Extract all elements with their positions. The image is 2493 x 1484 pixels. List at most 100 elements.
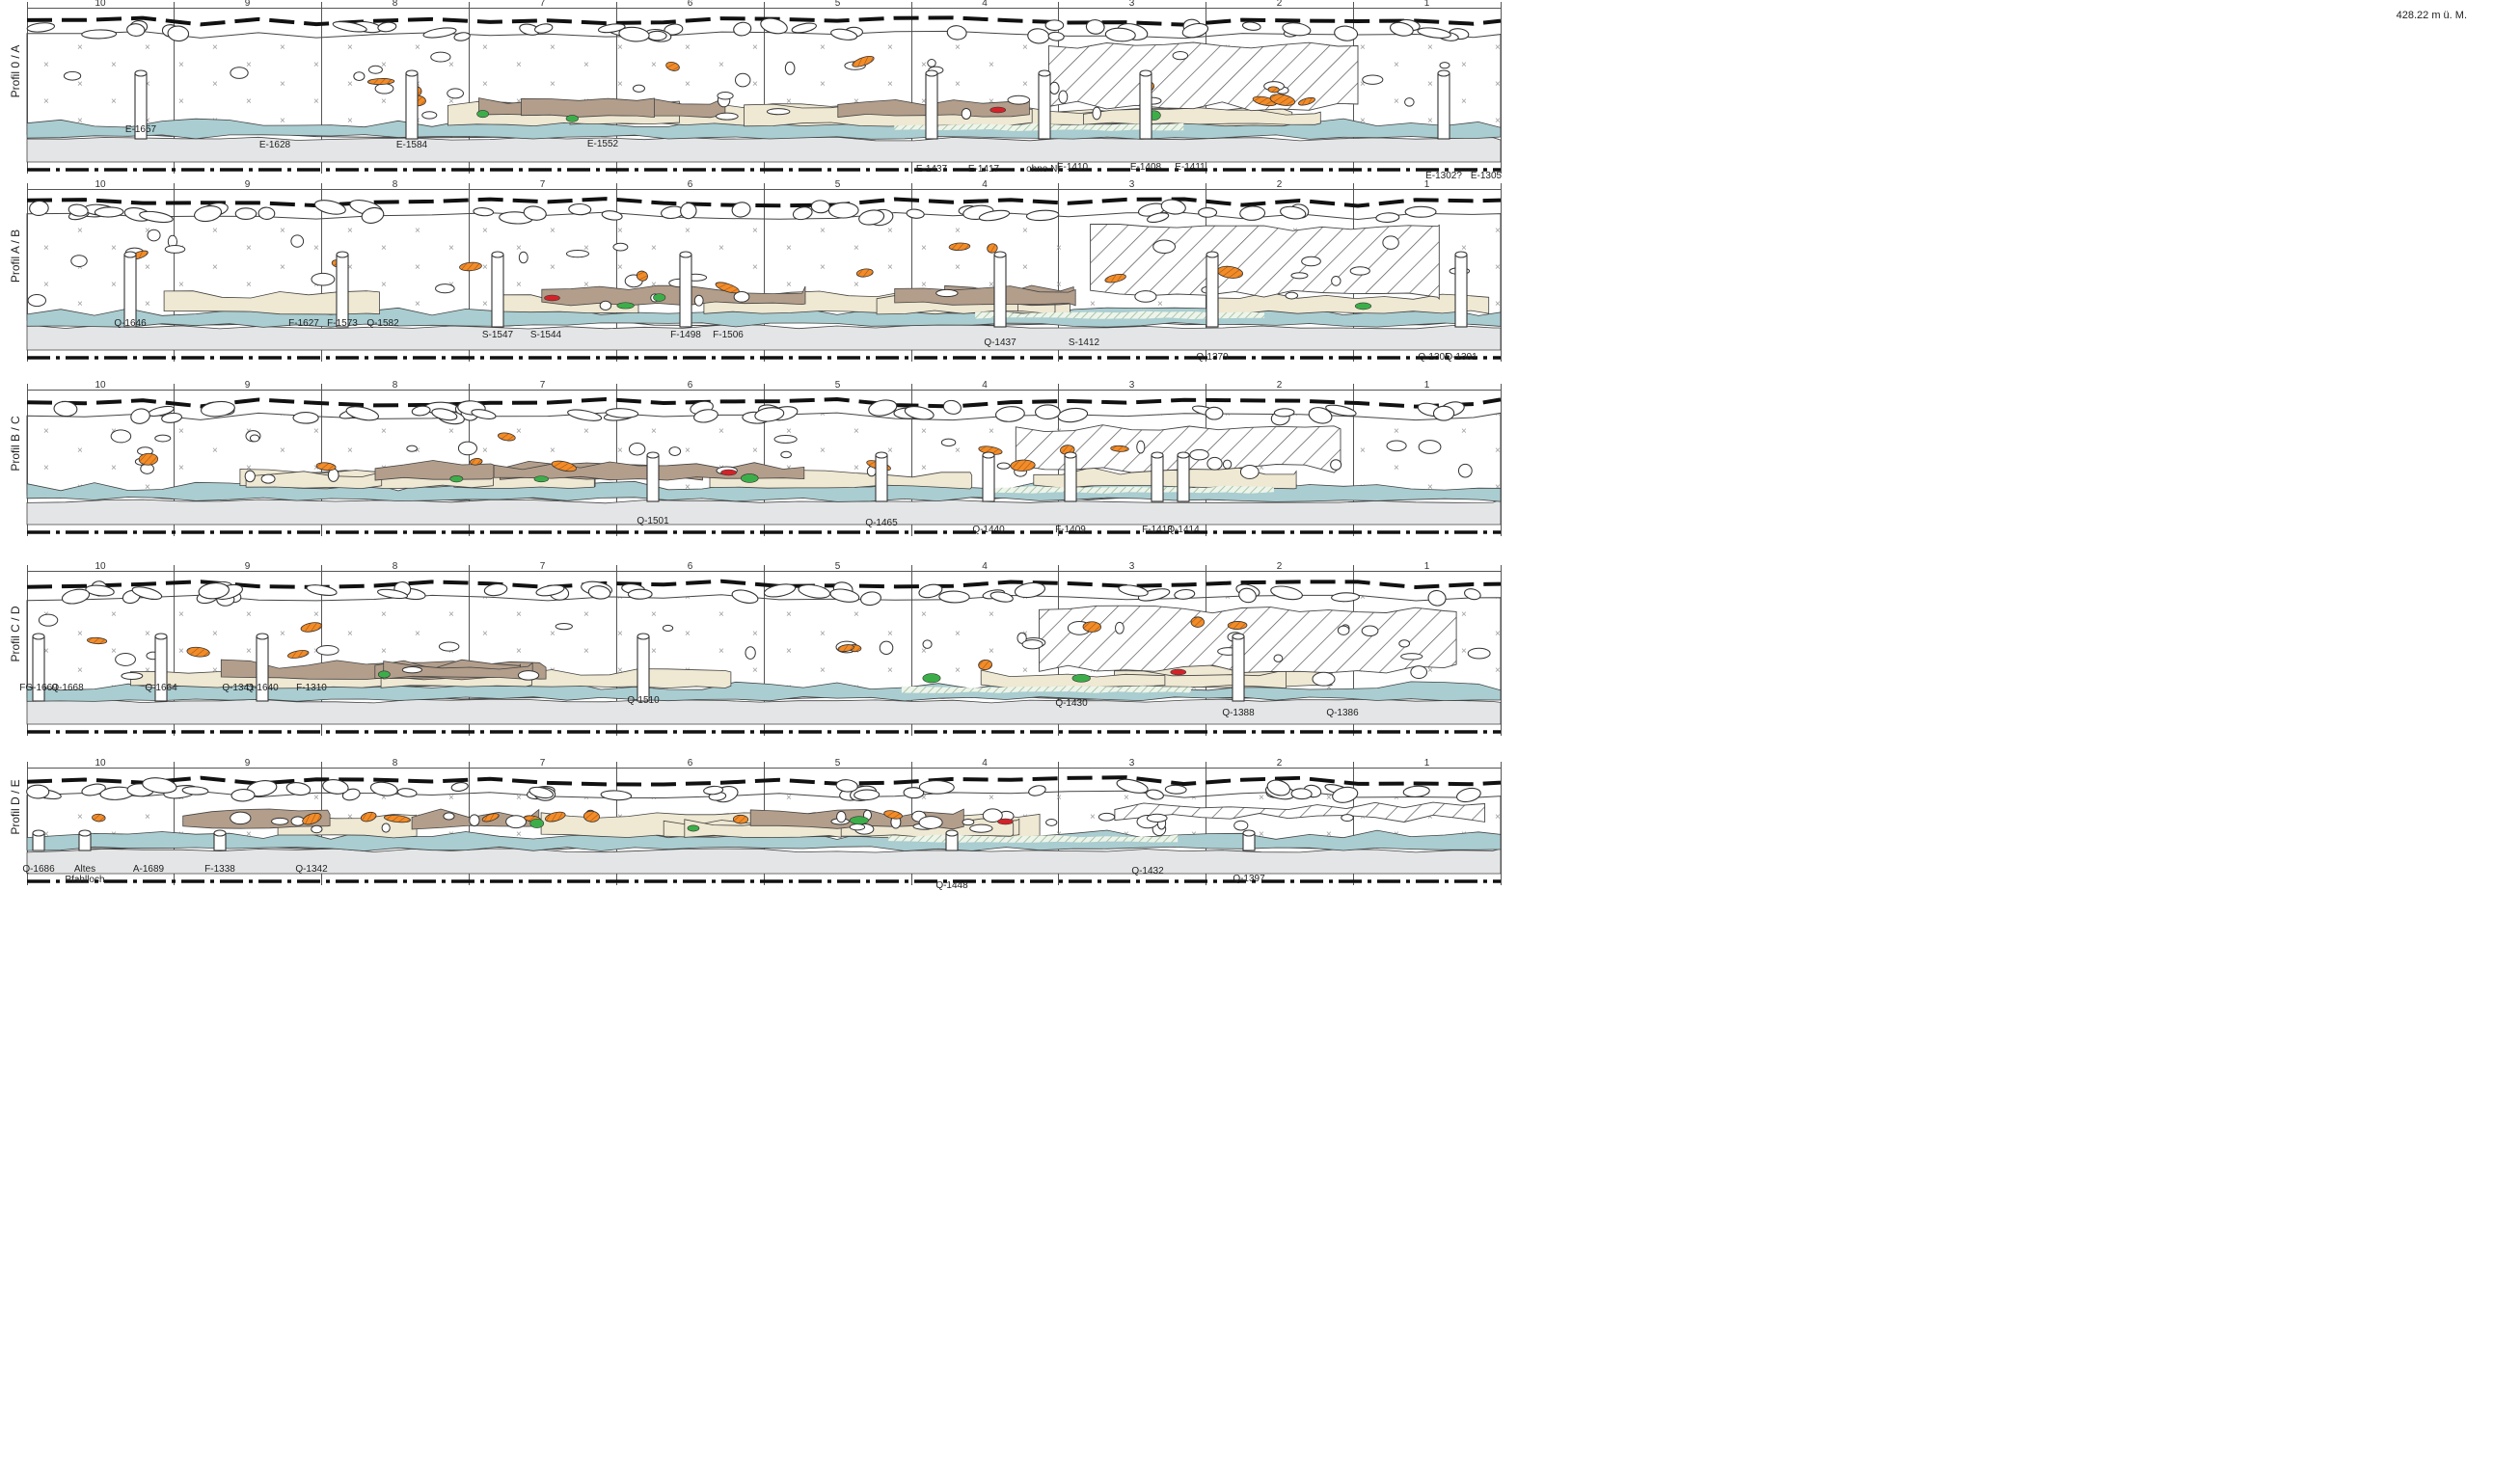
stone [989,591,1014,603]
feature-label: A-1689 [133,864,165,875]
stone [1270,585,1303,601]
stone [647,30,667,41]
pebble [766,108,791,116]
orange-find [1298,96,1315,106]
feature-label: Q-1379 [1196,352,1229,363]
stone [918,779,955,795]
stone [567,409,603,421]
pebble [38,613,59,627]
stone [1404,205,1437,218]
pebble [1349,266,1370,276]
stone [858,209,885,226]
post-top [154,633,168,640]
stone [854,789,881,801]
stone [534,23,554,34]
stone [61,588,91,605]
pebble [1239,464,1260,479]
stone [1181,22,1209,39]
red-find [989,106,1007,114]
pebble [435,283,455,294]
square-number: 9 [245,179,251,190]
square-number: 9 [245,758,251,769]
stone [450,781,469,793]
orange-find [186,646,210,658]
stone [1308,407,1333,424]
feature-label: E-1417 [968,164,1000,175]
post-top [1151,451,1164,459]
stone [693,409,718,423]
square-number: 4 [982,758,988,769]
stone [292,412,319,424]
stone [680,202,697,220]
square-number: 2 [1277,758,1283,769]
stone [1028,785,1046,796]
square-number: 2 [1277,380,1283,391]
pebble [927,59,936,67]
stone [167,25,190,42]
post-top [1437,69,1450,77]
stone [130,408,150,424]
feature-label: Q-1501 [637,516,669,526]
stone [396,788,418,797]
stone [411,405,431,417]
stone [1160,199,1186,215]
pebble [1361,625,1379,636]
feature-label: Q-1414 [1167,525,1200,535]
orange-find [1267,86,1280,94]
stone [946,25,967,40]
pebble [1092,106,1101,121]
pebble [447,88,464,99]
square-number: 6 [688,380,693,391]
pebble [599,300,612,311]
orange-find [837,644,854,653]
stone [860,591,881,607]
square-number: 4 [982,179,988,190]
pebble [327,468,339,482]
profile-name: Profil A / B [9,229,22,283]
post-top [637,633,650,640]
square-number: 7 [540,179,546,190]
orange-find [1110,445,1129,452]
green-hatched-layer [984,485,1274,494]
pebble [961,107,972,120]
square-number: 9 [245,0,251,9]
excavation-limit-upper [26,775,1502,787]
stone [1331,592,1360,603]
square-number: 5 [835,758,841,769]
feature-label: E-1657 [125,124,157,135]
stone [1427,589,1447,607]
feature-label: Q-1397 [1233,874,1265,884]
pebble [249,434,260,443]
pebble [1467,647,1491,660]
feature-label: Q-1664 [145,683,177,693]
orange-find [87,636,108,645]
square-number: 2 [1277,179,1283,190]
stone [1290,788,1313,800]
stone [142,777,177,794]
stone [1280,205,1307,220]
pebble [63,70,82,81]
pebble [110,429,132,444]
pebble [381,823,391,833]
orange-find [987,243,998,254]
square-number: 8 [393,380,398,391]
profile-name: Profil B / C [9,416,22,472]
green-find [653,293,666,302]
post-hole [1064,454,1077,502]
pebble [1021,639,1043,650]
pebble [1386,440,1407,452]
stone [1325,404,1357,417]
square-number: 7 [540,380,546,391]
pebble [1301,256,1321,267]
green-find [377,670,391,679]
orange-find [459,261,482,272]
post-hole [1038,72,1051,140]
hatched-rubble-layer [1090,224,1440,300]
stone [131,586,163,601]
red-find [997,818,1014,825]
square-number: 10 [95,0,106,9]
stone [733,21,752,37]
pebble [918,816,943,829]
